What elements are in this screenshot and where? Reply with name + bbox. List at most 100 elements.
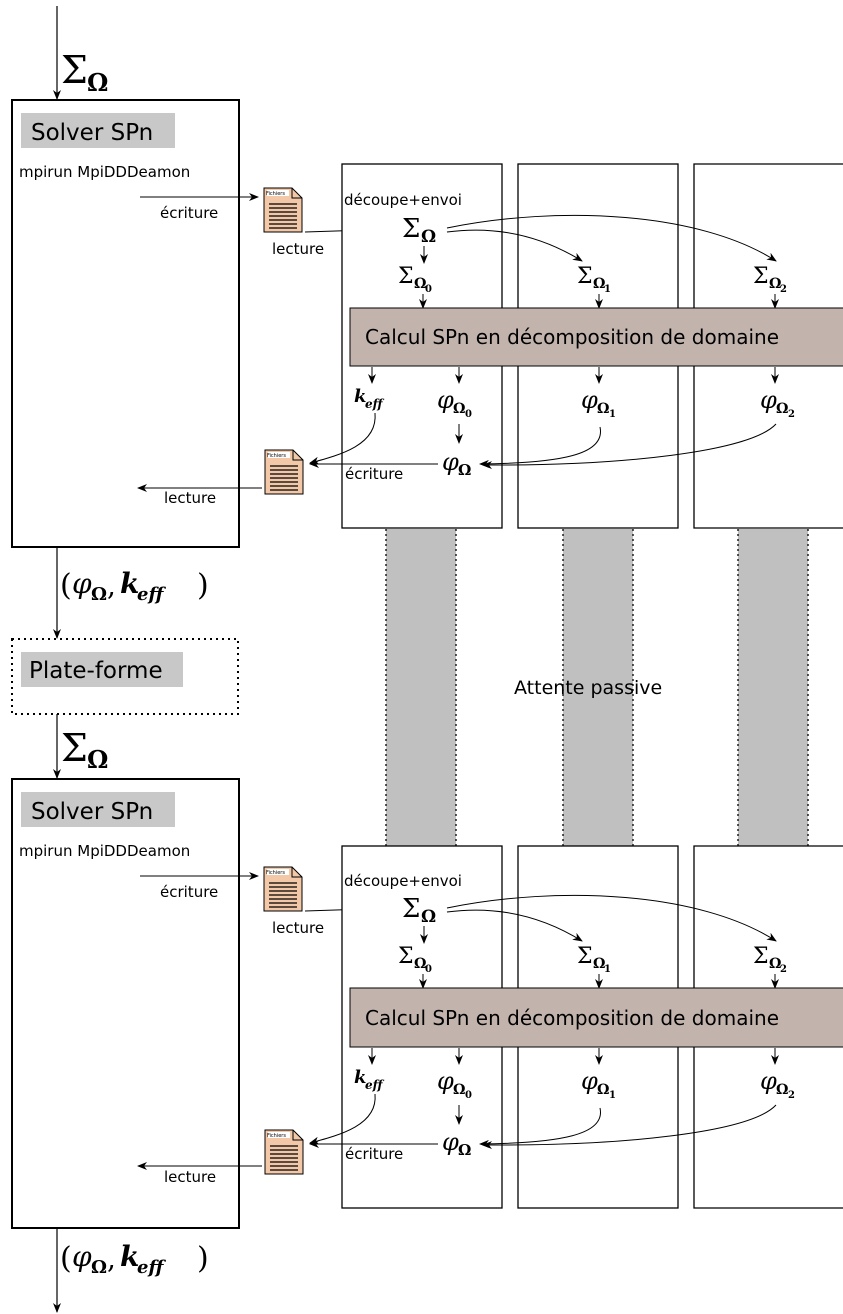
calcul-box-2 [349, 987, 843, 1048]
svg-text:k: k [120, 1240, 139, 1273]
lecture-label-2a: lecture [272, 919, 324, 937]
solver-label-bg-1 [21, 113, 175, 148]
svg-text:Σ: Σ [753, 264, 769, 289]
svg-text:Fichiers: Fichiers [266, 870, 285, 876]
phi-omega-1-1: φ Ω 1 [581, 386, 616, 420]
sigma-omega-1: Σ Ω [402, 214, 436, 247]
svg-text:Ω: Ω [414, 276, 426, 292]
passive-bar-0 [386, 529, 456, 846]
svg-text:Σ: Σ [398, 264, 414, 289]
sigma-arrow-2-2 [446, 894, 777, 942]
sigma-arrow-2-1 [446, 909, 583, 942]
svg-text:φ: φ [72, 1240, 92, 1273]
svg-text:eff: eff [137, 584, 166, 605]
svg-text:φ: φ [437, 1067, 454, 1095]
file-icon-4: Fichiers [264, 1129, 304, 1175]
plateforme-title: Plate-forme [29, 658, 163, 684]
svg-text:Ω: Ω [769, 956, 781, 972]
svg-text:Ω: Ω [421, 227, 436, 247]
svg-text:eff: eff [365, 1078, 385, 1092]
svg-text:Ω: Ω [597, 401, 609, 417]
decoupe-label-1: découpe+envoi [344, 191, 462, 209]
plateforme-box [11, 638, 239, 715]
svg-text:(: ( [60, 568, 72, 603]
passive-bar-1 [563, 529, 633, 846]
svg-text:1: 1 [609, 409, 616, 420]
plateforme-label-bg [21, 652, 183, 687]
phi-arrow-2-1 [479, 1107, 601, 1148]
svg-text:2: 2 [780, 964, 787, 975]
phi-omega-2-1: φ Ω 2 [760, 386, 795, 420]
svg-text:Ω: Ω [597, 1082, 609, 1098]
svg-text:Ω: Ω [91, 584, 107, 605]
solver-title-1: Solver SPn [31, 120, 153, 146]
svg-text:(: ( [60, 1241, 72, 1276]
svg-text:Ω: Ω [593, 276, 605, 292]
svg-text:Fichiers: Fichiers [266, 191, 285, 197]
decoupe-label-2: découpe+envoi [344, 872, 462, 890]
phi-omega-1: φ Ω [442, 448, 471, 479]
svg-text:Σ: Σ [61, 726, 88, 770]
svg-text:φ: φ [72, 567, 92, 600]
phi-omega-1-2: φ Ω 1 [581, 1067, 616, 1101]
lecture-label-1a: lecture [272, 240, 324, 258]
phi-arrow-1-1 [479, 426, 601, 468]
svg-text:φ: φ [442, 448, 459, 476]
svg-text:Ω: Ω [453, 401, 465, 417]
calcul-box-1 [349, 307, 843, 367]
mpirun-label-1: mpirun MpiDDDeamon [19, 163, 190, 181]
passive-bar-2 [738, 529, 808, 846]
solver-box-2 [11, 778, 240, 1229]
svg-text:eff: eff [365, 397, 385, 411]
svg-text:φ: φ [581, 1067, 598, 1095]
svg-text:0: 0 [465, 1090, 472, 1101]
file-icon-2: Fichiers [264, 449, 304, 495]
svg-text:Σ: Σ [61, 48, 88, 92]
lecture-label-1b: lecture [164, 489, 216, 507]
ecriture-label-2b: écriture [345, 1145, 403, 1163]
attente-passive-label: Attente passive [514, 677, 662, 699]
output-tuple-1: ( φ Ω , k eff ) [60, 567, 209, 605]
svg-text:Ω: Ω [87, 68, 108, 97]
sigma-omega-0-2: Σ Ω 0 [398, 944, 432, 975]
ecriture-label-1b: écriture [345, 465, 403, 483]
k-arrow-2 [309, 1093, 376, 1145]
passive-wait-bars [385, 529, 809, 846]
k-eff-2: k eff [354, 1067, 385, 1092]
svg-text:2: 2 [788, 409, 795, 420]
svg-text:k: k [354, 1067, 366, 1088]
svg-text:Ω: Ω [421, 907, 436, 927]
svg-text:Σ: Σ [753, 944, 769, 969]
solver-label-bg-2 [21, 792, 175, 827]
k-eff-1: k eff [354, 386, 385, 411]
svg-text:,: , [107, 1242, 116, 1275]
svg-text:Ω: Ω [458, 461, 471, 479]
svg-text:): ) [197, 1241, 209, 1276]
svg-text:2: 2 [788, 1090, 795, 1101]
sigma-omega-2: Σ Ω [402, 894, 436, 927]
svg-text:Ω: Ω [414, 956, 426, 972]
phi-arrow-2-2 [482, 1104, 777, 1150]
phi-omega-2: φ Ω [442, 1128, 471, 1159]
ecriture-label-1a: écriture [160, 204, 218, 222]
file-icon-3: Fichiers [263, 866, 303, 912]
sigma-omega-1-2: Σ Ω 1 [577, 944, 611, 975]
calcul-label-1: Calcul SPn en décomposition de domaine [365, 325, 779, 349]
phi-arrow-1-2 [482, 423, 777, 470]
svg-text:φ: φ [760, 386, 777, 414]
svg-text:Σ: Σ [577, 944, 593, 969]
svg-text:0: 0 [425, 964, 432, 975]
svg-text:Σ: Σ [402, 894, 420, 924]
svg-text:): ) [197, 568, 209, 603]
calcul-label-2: Calcul SPn en décomposition de domaine [365, 1006, 779, 1030]
svg-text:0: 0 [425, 284, 432, 295]
svg-text:Ω: Ω [453, 1082, 465, 1098]
svg-text:1: 1 [604, 964, 611, 975]
phi-omega-2-2: φ Ω 2 [760, 1067, 795, 1101]
ecriture-label-2a: écriture [160, 883, 218, 901]
solver-box-1 [11, 99, 240, 548]
sigma-omega-2-1: Σ Ω 2 [753, 264, 787, 295]
output-tuple-2: ( φ Ω , k eff ) [60, 1240, 209, 1278]
sigma-omega-1-1: Σ Ω 1 [577, 264, 611, 295]
svg-text:2: 2 [780, 284, 787, 295]
